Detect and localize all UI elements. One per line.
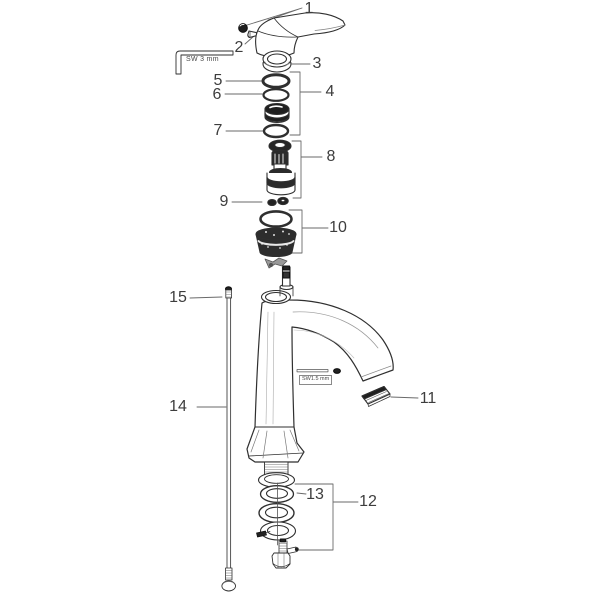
o-ring-10 <box>259 210 293 228</box>
sleeve-ring <box>262 50 292 73</box>
handle-screw <box>238 23 258 39</box>
callout-6: 6 <box>212 86 222 103</box>
allen-key-1-5mm-label: SW1.5 mm <box>299 375 333 385</box>
horseshoe-washer <box>256 521 297 541</box>
o-ring-5 <box>261 73 291 89</box>
bracket-8 <box>291 140 323 199</box>
handle <box>255 12 346 58</box>
callout-14: 14 <box>169 398 187 415</box>
bracket-12 <box>291 483 359 551</box>
seal-cap <box>264 102 290 124</box>
callout-1: 1 <box>304 0 314 17</box>
spout-aerator-insert <box>361 385 391 407</box>
cartridge-stem <box>279 265 294 297</box>
bracket-10 <box>288 209 329 254</box>
callout-11: 11 <box>419 390 437 407</box>
callout-10: 10 <box>329 219 347 236</box>
aerator-key <box>264 257 288 269</box>
callout-13: 13 <box>306 486 324 503</box>
gasket-13 <box>259 485 295 503</box>
o-ring-6 <box>262 88 290 102</box>
cartridge <box>266 149 296 196</box>
retaining-clip <box>267 196 289 207</box>
pull-rod <box>221 286 236 592</box>
allen-key-3mm-label: SW 3 mm <box>186 56 219 63</box>
callout-7: 7 <box>213 122 223 139</box>
leader-lines <box>189 7 419 551</box>
callout-5: 5 <box>213 72 223 89</box>
bracket-4 <box>289 71 322 136</box>
allen-key-3mm <box>175 50 234 75</box>
callout-12: 12 <box>359 493 377 510</box>
callout-8: 8 <box>326 148 336 165</box>
callout-2: 2 <box>234 39 244 56</box>
shank-threads <box>257 461 296 488</box>
gasket-lower <box>258 503 295 524</box>
mounting-stud-nut <box>271 538 299 569</box>
allen-key-1-5mm <box>296 368 341 374</box>
callout-4: 4 <box>325 83 335 100</box>
callout-3: 3 <box>312 55 322 72</box>
callout-9: 9 <box>219 193 229 210</box>
aerator <box>255 227 297 258</box>
callout-15: 15 <box>169 289 187 306</box>
o-ring-7 <box>262 123 290 139</box>
faucet-body <box>246 265 394 463</box>
